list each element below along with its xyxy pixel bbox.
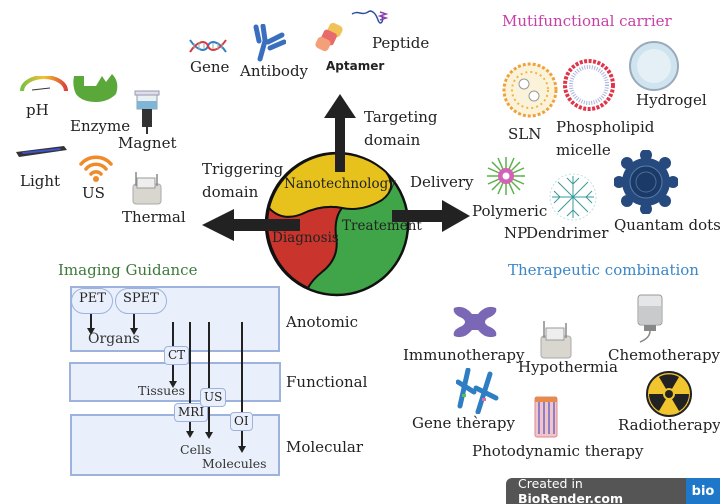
antibody-icon <box>253 24 286 62</box>
carrier-label-hydrogel: Hydrogel <box>636 91 707 109</box>
oi-arrow-head <box>238 446 246 453</box>
modality-us: US <box>200 388 227 407</box>
arrow-label-targeting-line2: domain <box>364 131 421 149</box>
therapy-label-photodynamic: Photodynamic therapy <box>472 442 644 460</box>
peptide-icon <box>351 10 389 24</box>
quantum-dot-icon <box>614 150 678 214</box>
mri-arrow-head <box>186 431 194 438</box>
carrier-label-micelle-line1: Phospholipid <box>556 118 655 136</box>
therapy-label-immunotherapy: Immunotherapy <box>403 346 525 364</box>
spet-arrow-head <box>130 328 138 335</box>
arrow-label-targeting-line1: Targeting <box>364 108 438 126</box>
micelle-icon <box>563 59 615 111</box>
ultrasound-wave-icon <box>79 155 113 182</box>
carrier-label-polymeric-line1: Polymeric <box>472 202 548 220</box>
trigger-label-magnet: Magnet <box>118 134 177 152</box>
imaging-level-molecular: Molecular <box>286 438 364 456</box>
mri-arrow-line <box>189 322 191 432</box>
target-label-aptamer: Aptamer <box>326 59 385 73</box>
us-arrow-head <box>205 432 213 439</box>
spet-arrow-line <box>133 310 135 329</box>
therapy-label-gene-therapy: Gene thèrapy <box>412 414 515 432</box>
trigger-label-ph: pH <box>26 101 49 119</box>
modality-oi: OI <box>230 412 253 431</box>
badge-prefix: Created in <box>518 476 583 491</box>
therapy-title: Therapeutic combination <box>508 261 699 279</box>
therapy-label-chemotherapy: Chemotherapy <box>608 346 720 364</box>
target-cells: Cells <box>180 442 212 457</box>
badge-text: Created in BioRender.com <box>506 476 686 504</box>
pet-arrow-head <box>87 328 95 335</box>
carrier-label-sln: SLN <box>508 125 542 143</box>
imaging-title: Imaging Guidance <box>58 261 198 279</box>
arrow-label-triggering-line2: domain <box>202 183 259 201</box>
arrow-label-triggering-line1: Triggering <box>202 160 284 178</box>
modality-pet: PET <box>71 288 113 314</box>
magnet-syringe-icon <box>134 90 160 134</box>
ct-arrow-head <box>169 381 177 388</box>
target-tissues: Tissues <box>138 383 186 398</box>
sln-icon <box>502 62 558 118</box>
therapy-label-radiotherapy: Radiotherapy <box>618 416 720 434</box>
biorender-badge[interactable]: Created in BioRender.com bio <box>506 476 720 504</box>
hydrogel-icon <box>629 41 679 91</box>
trigger-label-light: Light <box>20 172 61 190</box>
trigger-label-us: US <box>82 184 105 202</box>
light-tube-icon <box>16 146 67 157</box>
target-label-gene: Gene <box>190 58 230 76</box>
dendrimer-icon <box>549 173 597 221</box>
target-label-peptide: Peptide <box>372 34 430 52</box>
hyperthermia-device-icon <box>540 321 572 359</box>
region-diagnosis: Diagnosis <box>272 230 339 246</box>
carrier-title: Mutifunctional carrier <box>502 12 672 30</box>
imaging-level-functional: Functional <box>286 373 368 391</box>
ph-gauge-icon <box>20 76 68 92</box>
thermal-device-icon <box>132 172 162 205</box>
biorender-logo-icon: bio <box>686 478 720 504</box>
iv-bag-icon <box>637 294 663 343</box>
arrow-up-targeting <box>324 94 356 172</box>
carrier-label-dendrimer: Dendrimer <box>526 224 609 242</box>
arrow-label-delivery: Delivery <box>410 173 474 191</box>
polymeric-np-icon <box>487 157 525 195</box>
aptamer-icon <box>315 22 343 52</box>
modality-spet: SPET <box>115 288 167 314</box>
pet-arrow-line <box>90 310 92 329</box>
enzyme-icon <box>73 74 118 102</box>
pdt-panel-icon <box>534 396 558 438</box>
target-organs: Organs <box>88 331 140 347</box>
target-molecules: Molecules <box>202 456 267 471</box>
carrier-label-quantum-dots: Quantam dots <box>614 216 720 234</box>
carrier-label-micelle-line2: micelle <box>556 141 611 159</box>
imaging-level-anotomic: Anotomic <box>286 313 359 331</box>
trigger-label-thermal: Thermal <box>122 208 186 226</box>
modality-mri: MRI <box>174 403 209 422</box>
badge-brand: BioRender.com <box>518 491 623 504</box>
target-label-antibody: Antibody <box>240 62 309 80</box>
arrow-right-delivery <box>392 200 470 232</box>
therapy-label-hypothermia: Hypothermia <box>518 358 618 376</box>
radiation-icon <box>646 371 692 417</box>
oi-arrow-line <box>241 322 243 447</box>
arrow-left-triggering <box>202 209 300 241</box>
region-nanotechnology: Nanotechnology <box>284 176 396 192</box>
us-arrow-line <box>208 322 210 433</box>
immune-receptor-icon <box>453 306 497 338</box>
carrier-label-polymeric-line2: NP <box>504 224 528 242</box>
modality-ct: CT <box>164 346 190 365</box>
trigger-label-enzyme: Enzyme <box>70 117 131 135</box>
dna-icon <box>189 39 227 53</box>
chromosome-icon <box>456 368 499 414</box>
